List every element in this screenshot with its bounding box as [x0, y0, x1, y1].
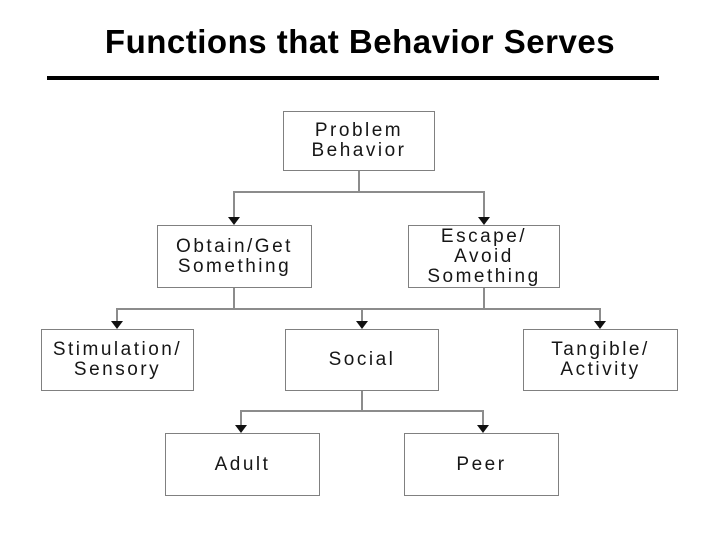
connector-to-tangible	[599, 308, 601, 322]
connector-rail-level2	[233, 191, 485, 193]
arrowhead-down-icon	[235, 425, 247, 433]
arrowhead-down-icon	[477, 425, 489, 433]
node-peer: Peer	[404, 433, 559, 496]
title-underline-rule	[47, 76, 659, 80]
node-tangible-activity: Tangible/ Activity	[523, 329, 678, 391]
node-problem-behavior: Problem Behavior	[283, 111, 435, 171]
arrowhead-down-icon	[356, 321, 368, 329]
node-adult: Adult	[165, 433, 320, 496]
node-stimulation-sensory: Stimulation/ Sensory	[41, 329, 194, 391]
connector-problem-down	[358, 171, 360, 193]
connector-to-obtain	[233, 191, 235, 218]
connector-to-stimulation	[116, 308, 118, 322]
connector-obtain-down	[233, 288, 235, 310]
connector-to-escape	[483, 191, 485, 218]
arrowhead-down-icon	[594, 321, 606, 329]
node-escape-avoid-something: Escape/ Avoid Something	[408, 225, 560, 288]
connector-rail-level3	[116, 308, 601, 310]
node-obtain-get-something: Obtain/Get Something	[157, 225, 312, 288]
arrowhead-down-icon	[478, 217, 490, 225]
node-social: Social	[285, 329, 439, 391]
connector-escape-down	[483, 288, 485, 310]
connector-social-down	[361, 391, 363, 412]
slide-title: Functions that Behavior Serves	[104, 23, 616, 60]
connector-rail-level4	[240, 410, 484, 412]
arrowhead-down-icon	[228, 217, 240, 225]
arrowhead-down-icon	[111, 321, 123, 329]
connector-to-adult	[240, 410, 242, 425]
connector-to-peer	[482, 410, 484, 425]
connector-to-social	[361, 308, 363, 322]
